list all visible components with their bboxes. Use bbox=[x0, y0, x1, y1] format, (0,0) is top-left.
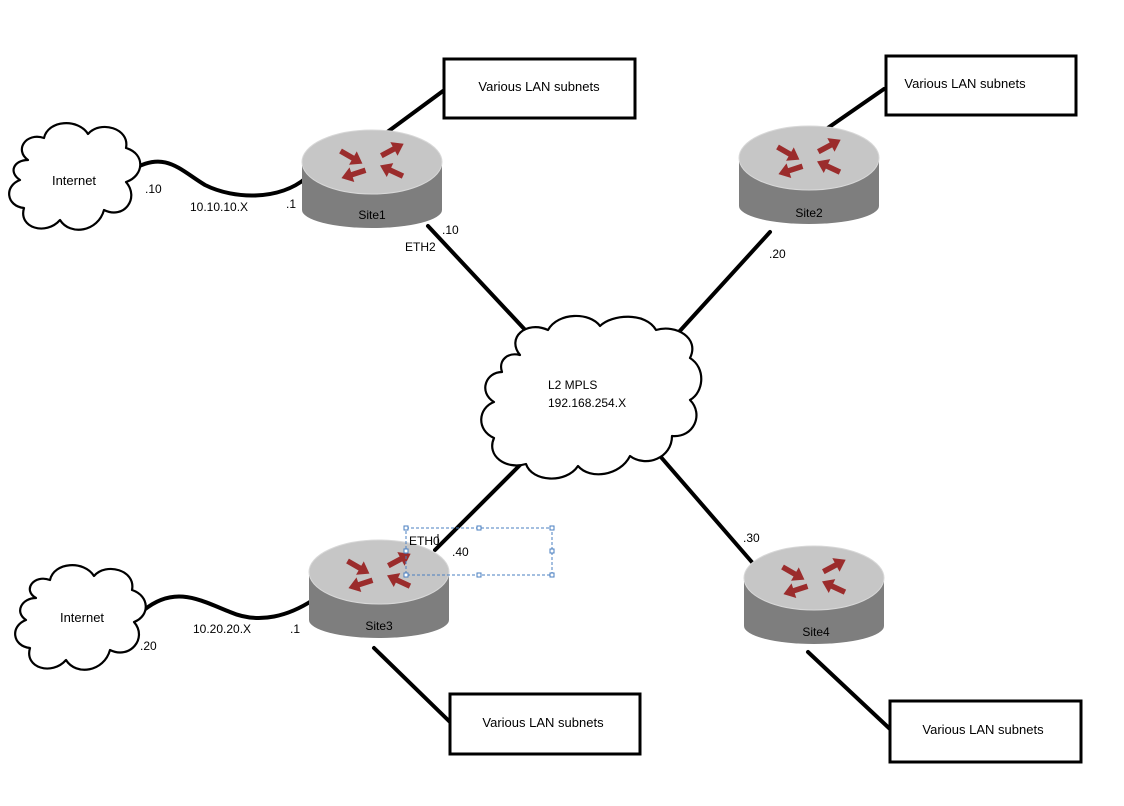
label-inet1-ip: .10 bbox=[145, 182, 162, 196]
label-inet2-ip: .20 bbox=[140, 639, 157, 653]
router-site1-label: Site1 bbox=[358, 208, 386, 222]
internet-cloud-top-label: Internet bbox=[52, 173, 96, 188]
router-site1: Site1 bbox=[302, 130, 442, 228]
link-site2-lan bbox=[820, 87, 886, 134]
link-site4-lan bbox=[806, 650, 892, 731]
links bbox=[130, 87, 892, 731]
link-site1-mpls bbox=[426, 224, 530, 335]
label-inet2-subnet: 10.20.20.X bbox=[193, 622, 251, 636]
label-site1-eth: ETH2 bbox=[405, 240, 436, 254]
router-site2: Site2 bbox=[739, 126, 879, 224]
lan-box-site1: Various LAN subnets bbox=[442, 57, 637, 120]
lan-box-site2-label: Various LAN subnets bbox=[904, 76, 1026, 91]
lan-box-site3-label: Various LAN subnets bbox=[482, 715, 604, 730]
internet-cloud-bottom-label: Internet bbox=[60, 610, 104, 625]
mpls-cloud-label-line1: L2 MPLS bbox=[548, 378, 597, 392]
router-site2-label: Site2 bbox=[795, 206, 823, 220]
label-site2-mpls-ip: .20 bbox=[769, 247, 786, 261]
label-site3-mpls-ip: .40 bbox=[452, 545, 469, 559]
link-internet1-site1 bbox=[130, 159, 308, 198]
link-site2-mpls bbox=[676, 230, 772, 335]
lan-box-site4: Various LAN subnets bbox=[888, 699, 1083, 764]
router-site4-label: Site4 bbox=[802, 625, 830, 639]
link-site1-lan bbox=[384, 89, 445, 135]
lan-box-site1-label: Various LAN subnets bbox=[478, 79, 600, 94]
router-site3: Site3 bbox=[309, 540, 449, 638]
label-site1-mpls-ip: .10 bbox=[442, 223, 459, 237]
label-inet1-subnet: 10.10.10.X bbox=[190, 200, 248, 214]
label-site4-mpls-ip: .30 bbox=[743, 531, 760, 545]
label-site3-eth: ETH0 bbox=[409, 534, 440, 548]
link-internet2-site3 bbox=[142, 594, 315, 620]
lan-box-site3: Various LAN subnets bbox=[448, 692, 642, 756]
label-site1-wan-ip: .1 bbox=[286, 197, 296, 211]
link-site3-mpls bbox=[433, 463, 522, 552]
router-site3-label: Site3 bbox=[365, 619, 393, 633]
lan-box-site4-label: Various LAN subnets bbox=[922, 722, 1044, 737]
router-site4: Site4 bbox=[744, 546, 884, 644]
mpls-cloud: L2 MPLS 192.168.254.X bbox=[480, 314, 703, 480]
link-site3-lan bbox=[372, 646, 452, 724]
internet-cloud-bottom: Internet bbox=[14, 564, 147, 671]
lan-box-site2: Various LAN subnets bbox=[884, 54, 1078, 117]
link-site4-mpls bbox=[658, 454, 759, 570]
resize-handles[interactable] bbox=[403, 525, 555, 578]
internet-cloud-top: Internet bbox=[8, 122, 142, 231]
selected-text-box[interactable]: ETH0 .40 bbox=[403, 525, 555, 578]
label-site3-wan-ip: .1 bbox=[290, 622, 300, 636]
mpls-cloud-label-line2: 192.168.254.X bbox=[548, 396, 626, 410]
